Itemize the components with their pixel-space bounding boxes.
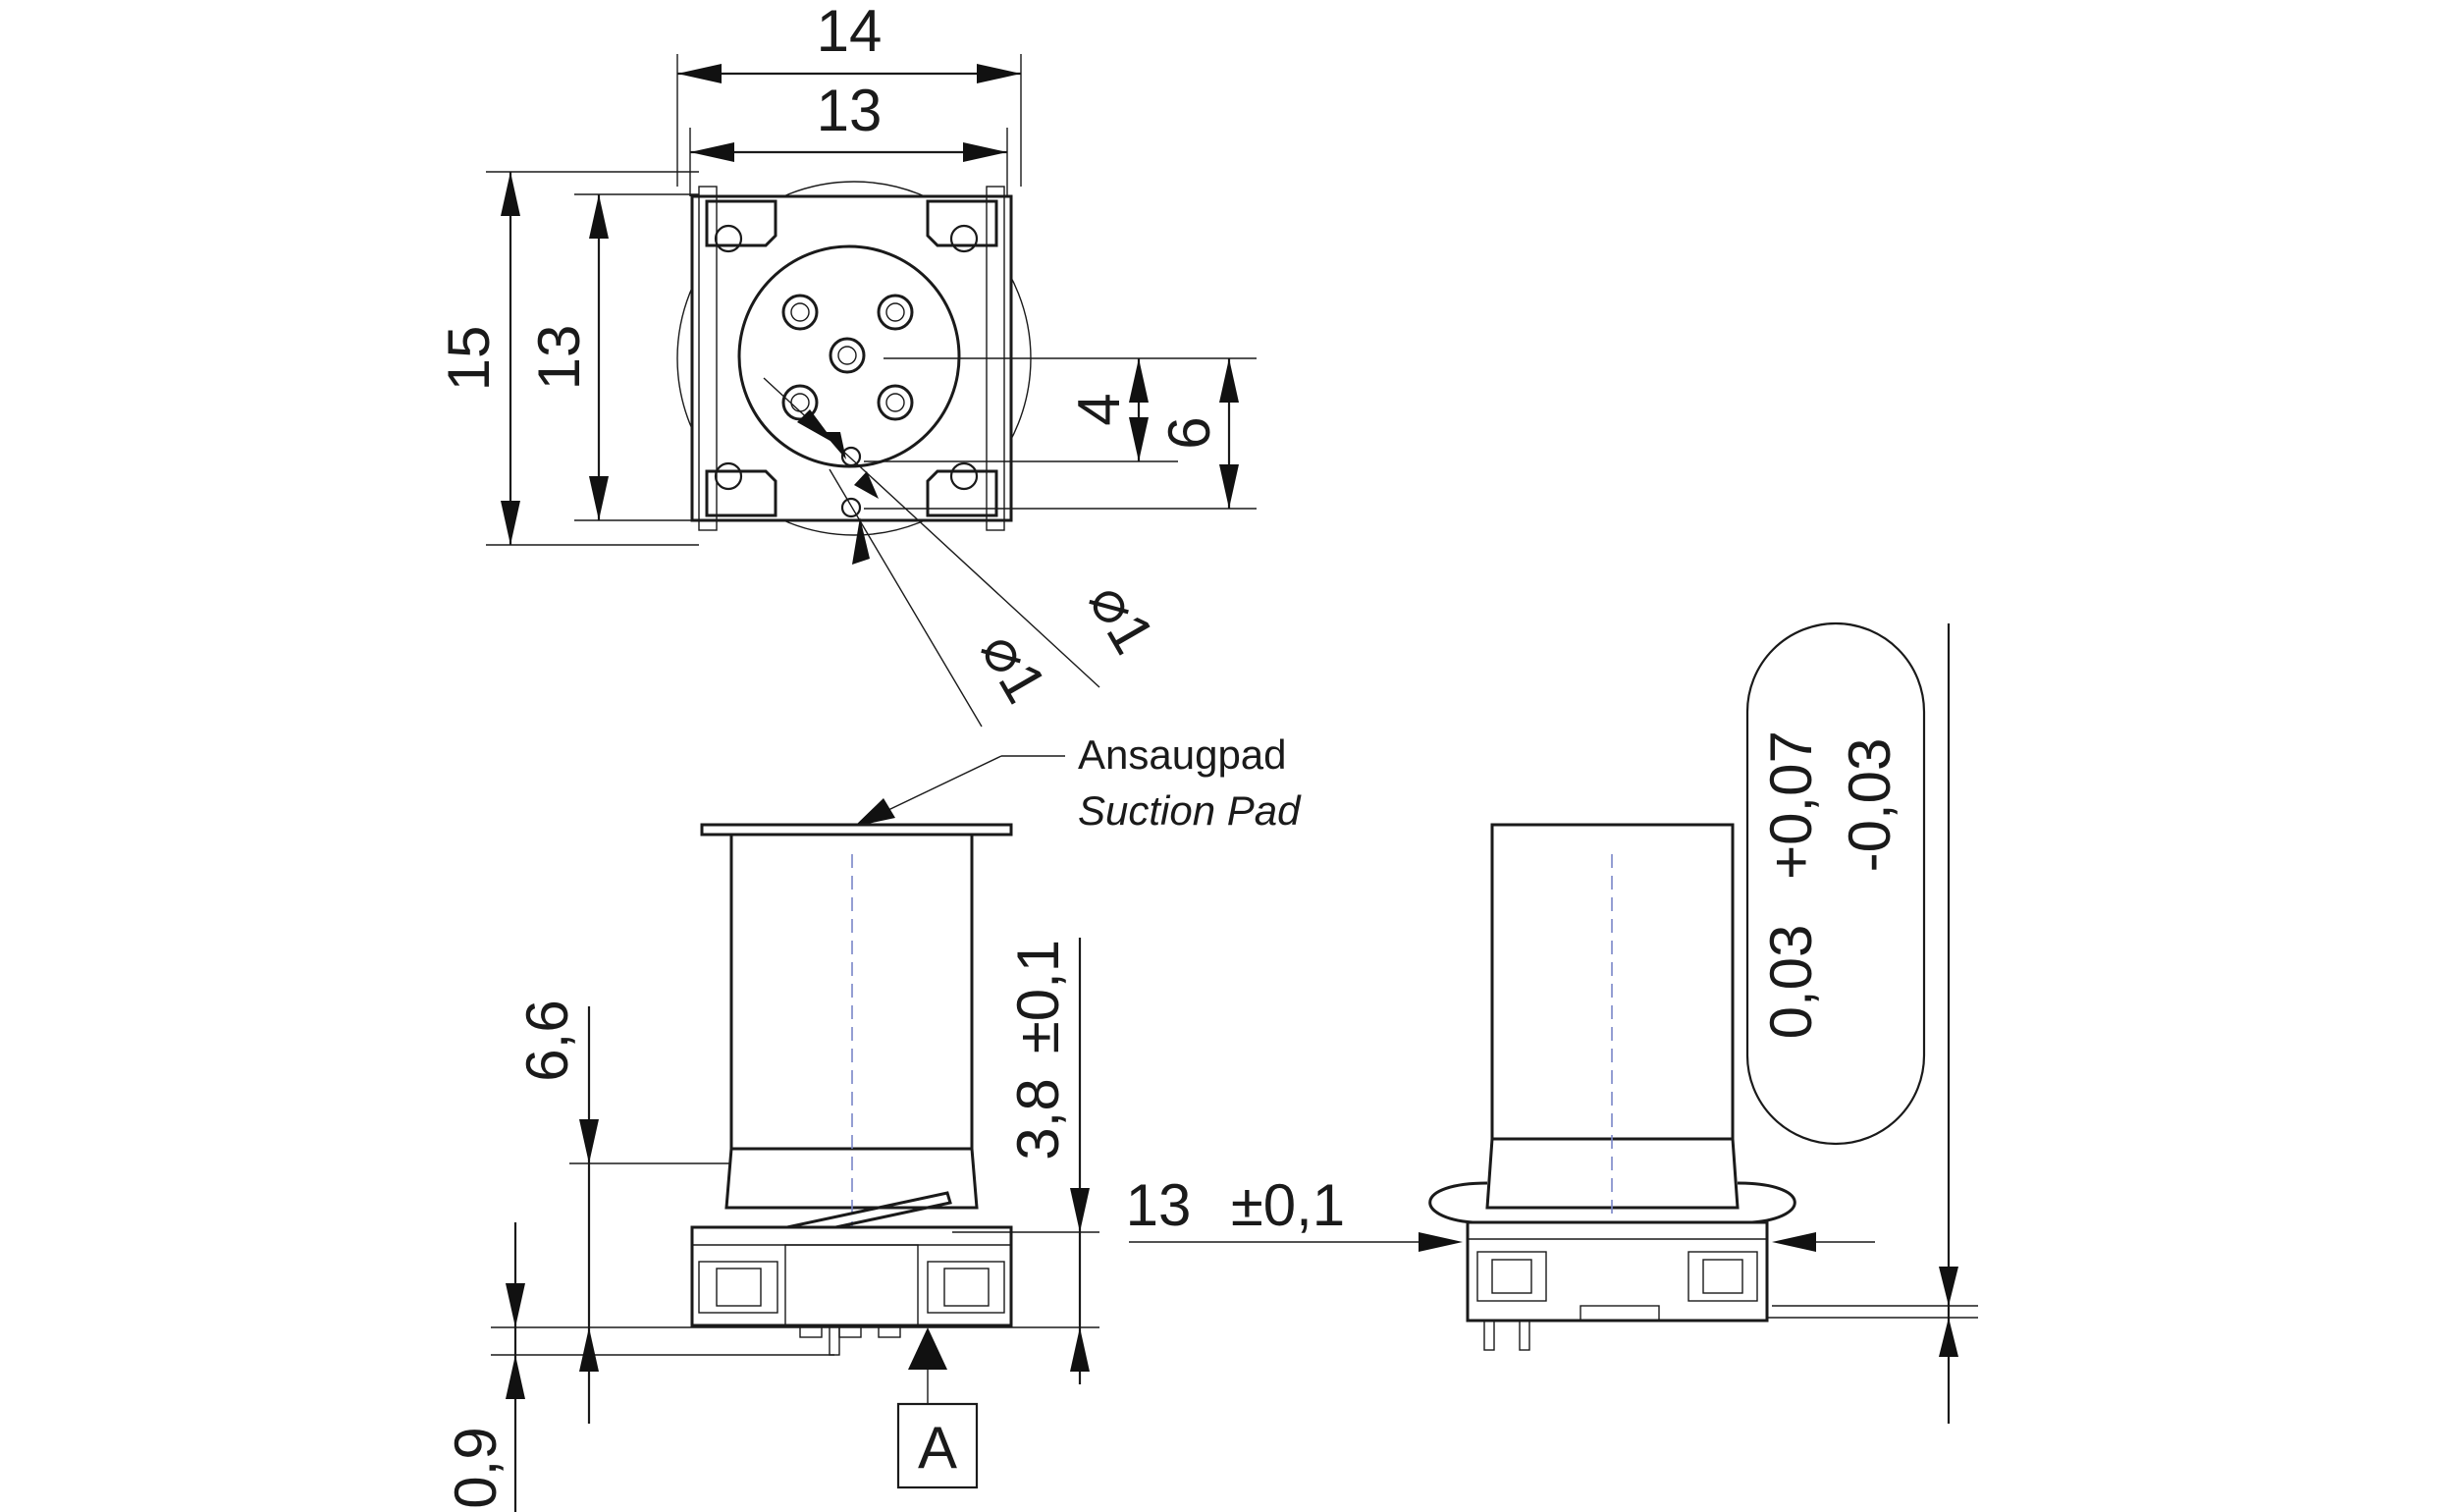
dim-hole-a: ⌀1: [1076, 572, 1167, 665]
dim-pad-height: 3,8: [1005, 1078, 1071, 1160]
side-view: 13 ±0,1 0,03 +0,07 -0,03: [1126, 621, 1978, 1424]
corner-hole-tr: [949, 224, 979, 253]
clip-right: [1737, 1181, 1796, 1224]
suction-pad-callout: Ansaugpad Suction Pad: [854, 731, 1302, 834]
datum-frame: [896, 1402, 979, 1489]
dim-offset-small: 4: [1066, 393, 1132, 425]
dim-height-outer: 15: [436, 326, 502, 392]
center-disc: [737, 244, 961, 468]
hole-upper: [840, 446, 862, 467]
top-view: 14 13 15 13 4 6 ⌀1 ⌀1: [436, 0, 1257, 728]
side-pad-neck: [1485, 1138, 1740, 1210]
dim-base: 0,9: [443, 1427, 509, 1508]
corner-hole-bl: [714, 461, 743, 491]
tol-upper: +0,07: [1758, 730, 1824, 880]
dim-offset-large: 6: [1156, 416, 1222, 449]
base-body: [690, 1225, 1013, 1327]
tol-lower: -0,03: [1837, 738, 1902, 873]
corner-block-tl: [705, 199, 777, 247]
callout-label-en: Suction Pad: [1078, 787, 1302, 834]
dim-pad-tol: ±0,1: [1005, 940, 1071, 1053]
tolerance-oval: [1745, 621, 1926, 1146]
side-dim-width: 13: [1126, 1172, 1192, 1238]
datum-label: A: [918, 1415, 957, 1481]
dim-width-inner: 13: [817, 78, 883, 143]
corner-block-tr: [926, 199, 998, 247]
tol-nominal: 0,03: [1758, 925, 1824, 1040]
dim-height-inner: 13: [526, 325, 592, 391]
left-rail: [698, 186, 718, 531]
side-dim-width-tol: ±0,1: [1231, 1172, 1345, 1238]
pin-array: [781, 294, 914, 421]
corner-hole-br: [949, 461, 979, 491]
callout-label-de: Ansaugpad: [1078, 731, 1287, 778]
corner-block-br: [926, 469, 998, 517]
corner-hole-tl: [714, 224, 743, 253]
dim-hole-b: ⌀1: [968, 621, 1059, 714]
hole-lower: [840, 497, 862, 518]
dim-height: 6,6: [514, 999, 580, 1081]
front-view: 6,6 3,8 ±0,1 0,9 A: [443, 823, 1099, 1512]
dim-width-outer: 14: [817, 0, 883, 64]
corner-block-bl: [705, 469, 777, 517]
clip-left: [1428, 1181, 1488, 1224]
